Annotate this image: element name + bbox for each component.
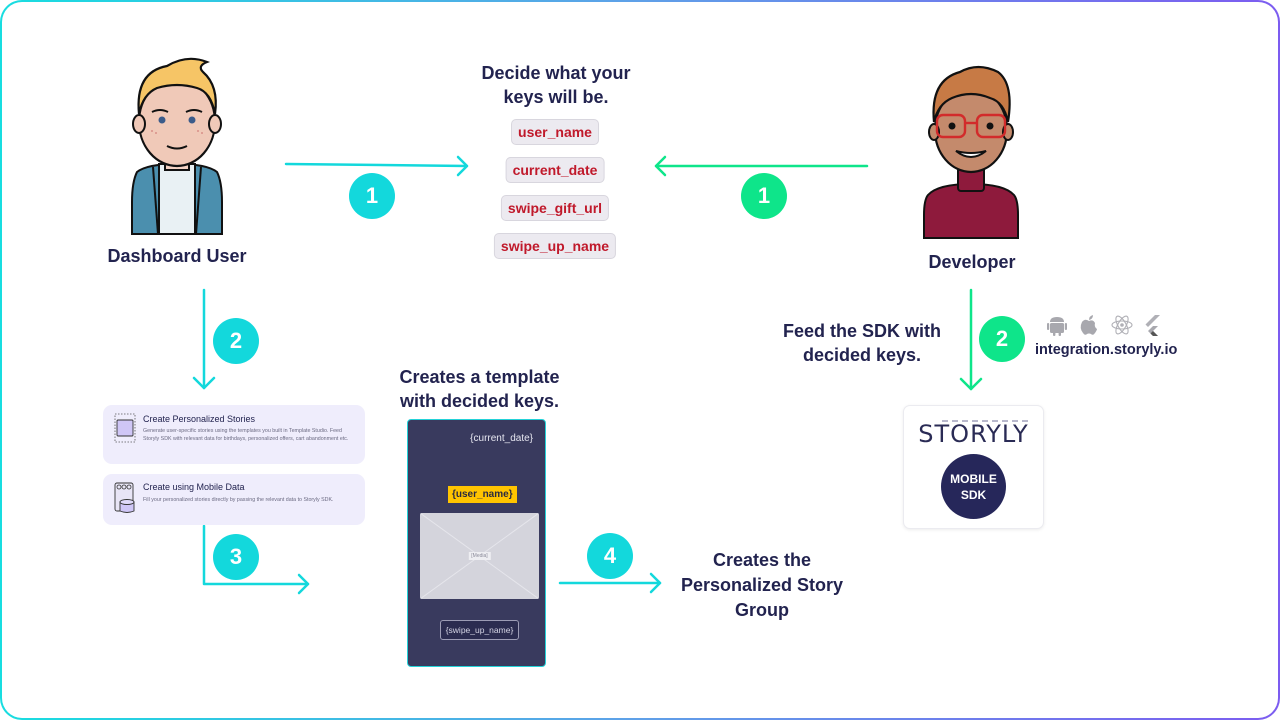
keys-heading-line-1: Decide what your — [481, 63, 631, 83]
key-chip-swipe-gift-url: swipe_gift_url — [500, 195, 610, 221]
arrow-dev-down — [959, 288, 983, 391]
dashboard-user-avatar — [131, 57, 223, 235]
storyly-logo: STORYLY — [918, 420, 1029, 448]
developer-avatar — [923, 65, 1019, 239]
media-placeholder: [Media] — [420, 513, 539, 599]
media-label: [Media] — [468, 552, 491, 560]
key-chip-current-date: current_date — [505, 157, 605, 183]
integration-link[interactable]: integration.storyly.io — [1035, 342, 1178, 358]
arrow-user-down — [192, 288, 216, 390]
flutter-icon — [1143, 314, 1163, 336]
developer-label: Developer — [928, 252, 1016, 272]
arrow-user-to-keys — [284, 155, 469, 177]
feed-text-line-2: decided keys. — [802, 345, 922, 365]
keys-heading-line-2: keys will be. — [503, 87, 609, 107]
sdk-badge-line-2: SDK — [960, 487, 987, 502]
mobile-data-icon — [114, 482, 135, 513]
android-icon — [1047, 314, 1067, 336]
template-icon — [114, 413, 136, 443]
template-heading-line-2: with decided keys. — [399, 391, 560, 411]
template-heading-line-1: Creates a template — [399, 367, 560, 387]
current-date-placeholder: {current_date} — [470, 433, 533, 444]
result-heading-line-3: Group — [735, 600, 789, 620]
feed-text-line-1: Feed the SDK with — [782, 321, 941, 341]
feed-sdk-text: Feed the SDK with decided keys. — [767, 319, 957, 367]
step-3-badge: 3 — [213, 534, 259, 580]
option-description: Fill your personalized stories directly … — [143, 497, 334, 503]
story-template-preview: {current_date} {user_name} [Media] {swip… — [407, 419, 546, 667]
mobile-sdk-badge: MOBILE SDK — [941, 454, 1006, 519]
dashboard-user-label: Dashboard User — [107, 246, 247, 266]
react-icon — [1111, 314, 1133, 336]
result-heading: Creates the Personalized Story Group — [662, 548, 862, 623]
result-heading-line-1: Creates the — [712, 550, 812, 570]
step-2-user-badge: 2 — [213, 318, 259, 364]
user-name-placeholder: {user_name} — [448, 486, 517, 503]
step-1-developer-badge: 1 — [741, 173, 787, 219]
result-heading-line-2: Personalized Story — [680, 575, 844, 595]
step-2-developer-badge: 2 — [979, 316, 1025, 362]
swipe-up-placeholder: {swipe_up_name} — [440, 620, 519, 640]
apple-icon — [1079, 314, 1099, 336]
option-create-using-mobile-data[interactable]: Create using Mobile Data Fill your perso… — [103, 474, 365, 525]
option-description: Generate user-specific stories using the… — [143, 428, 349, 442]
arrow-dev-to-keys — [654, 155, 869, 177]
mobile-sdk-card: STORYLY MOBILE SDK — [903, 405, 1044, 529]
arrow-step3 — [202, 524, 310, 595]
key-chip-user-name: user_name — [511, 119, 599, 145]
sdk-badge-line-1: MOBILE — [950, 471, 997, 486]
platform-icons — [1047, 314, 1163, 336]
keys-heading: Decide what your keys will be. — [446, 61, 666, 109]
key-chip-swipe-up-name: swipe_up_name — [493, 233, 617, 259]
option-create-personalized-stories[interactable]: Create Personalized Stories Generate use… — [103, 405, 365, 464]
template-heading: Creates a template with decided keys. — [372, 365, 587, 413]
arrow-step4 — [558, 572, 662, 594]
step-4-badge: 4 — [587, 533, 633, 579]
storyly-logo-dashes — [942, 420, 1028, 423]
option-title: Create Personalized Stories — [143, 414, 256, 424]
step-1-user-badge: 1 — [349, 173, 395, 219]
option-title: Create using Mobile Data — [143, 482, 245, 492]
